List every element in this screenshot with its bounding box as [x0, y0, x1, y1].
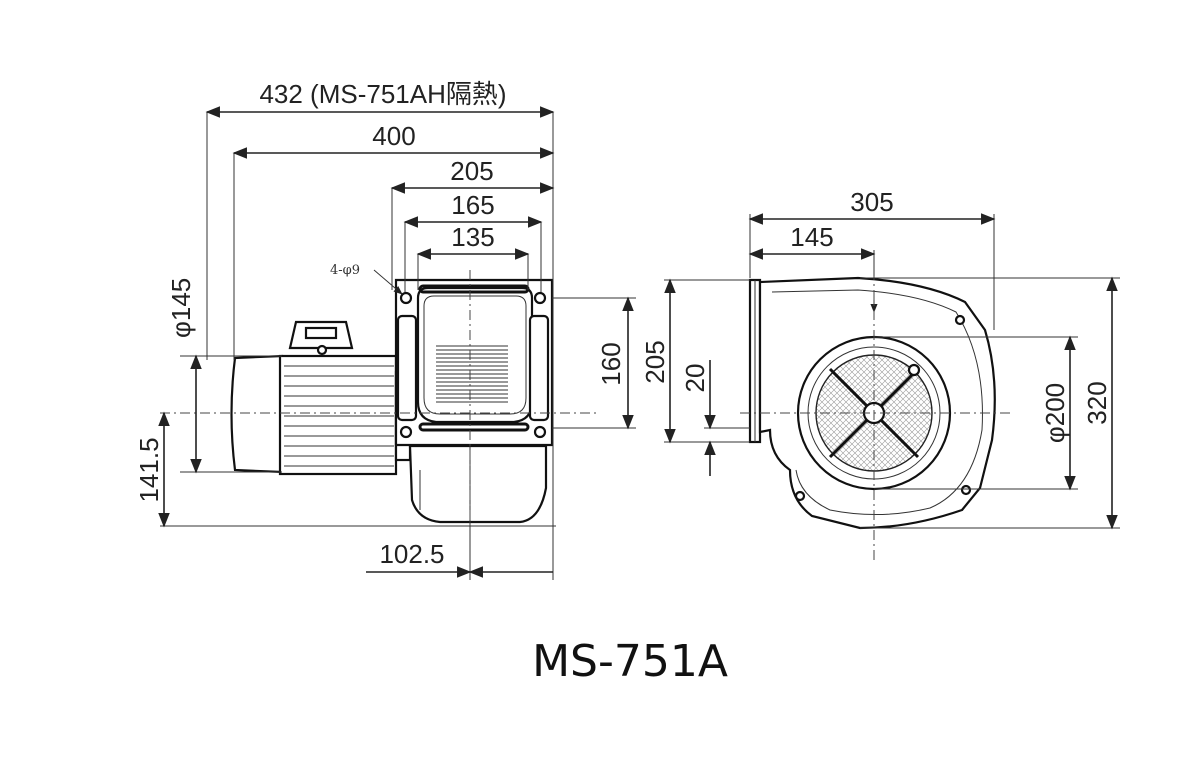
dim-inlet-dia: φ200 [1040, 383, 1070, 443]
dim-135: 135 [451, 222, 494, 252]
fan-frame [394, 278, 554, 447]
dim-145: 145 [790, 222, 833, 252]
side-view: 432 (MS-751AH隔熱) 400 205 165 135 4-φ9 φ1… [134, 79, 636, 580]
dim-400: 400 [372, 121, 415, 151]
dim-mount-holes: 4-φ9 [330, 263, 360, 278]
motor [230, 320, 412, 476]
dim-141-5: 141.5 [134, 437, 164, 502]
dim-102-5: 102.5 [379, 539, 444, 569]
dim-165: 165 [451, 190, 494, 220]
model-caption: MS-751A [532, 636, 728, 687]
dim-320: 320 [1082, 381, 1112, 424]
housing-lower [408, 444, 548, 524]
dim-20: 20 [680, 364, 710, 393]
dim-160: 160 [596, 342, 626, 385]
front-view: 305 145 205 20 φ200 320 [640, 187, 1120, 560]
dim-205-side: 205 [450, 156, 493, 186]
dim-432: 432 (MS-751AH隔熱) [259, 79, 506, 109]
dim-205-front: 205 [640, 340, 670, 383]
dim-motor-dia: φ145 [166, 278, 196, 338]
dim-305: 305 [850, 187, 893, 217]
